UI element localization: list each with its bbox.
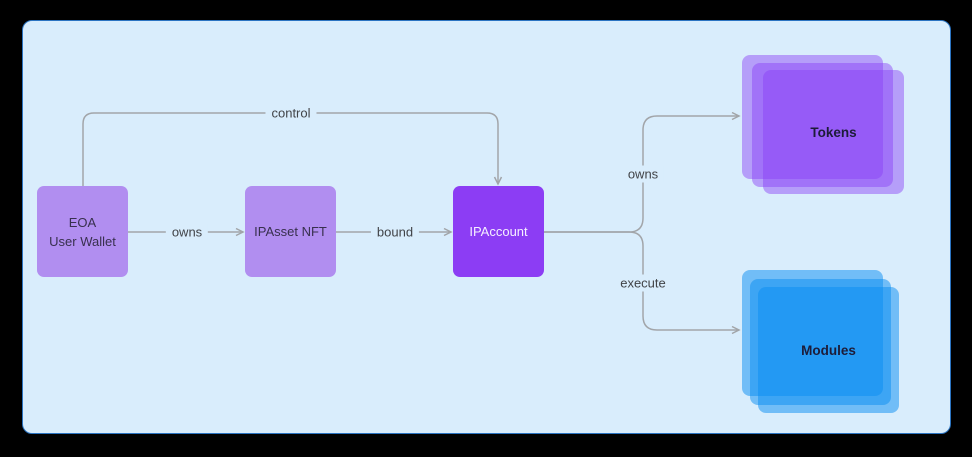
tokens-label: Tokens <box>810 124 857 140</box>
edge-label-execute: execute <box>614 274 672 292</box>
node-ipasset-nft: IPAsset NFT <box>245 186 336 277</box>
edge-label-control: control <box>265 104 317 122</box>
edge-label-bound: bound <box>370 223 420 241</box>
tokens-card-back <box>742 55 883 179</box>
tokens-card-front: Tokens <box>763 70 904 194</box>
modules-card-front: Modules <box>758 287 899 413</box>
node-ipaccount-label: IPAccount <box>469 224 528 239</box>
node-eoa-user-wallet: EOA User Wallet <box>37 186 128 277</box>
node-ipasset-label: IPAsset NFT <box>254 224 327 239</box>
node-eoa-label-line2: User Wallet <box>49 233 116 249</box>
modules-label: Modules <box>801 342 856 358</box>
node-modules-stack: Modules <box>742 270 902 415</box>
edge-label-owns-right: owns <box>621 165 665 183</box>
node-ipaccount: IPAccount <box>453 186 544 277</box>
edge-control <box>82 112 503 186</box>
edge-label-owns-left: owns <box>165 223 209 241</box>
tokens-card-middle <box>752 63 893 187</box>
node-eoa-label-line1: EOA <box>68 214 97 230</box>
node-tokens-stack: Tokens <box>742 55 907 197</box>
